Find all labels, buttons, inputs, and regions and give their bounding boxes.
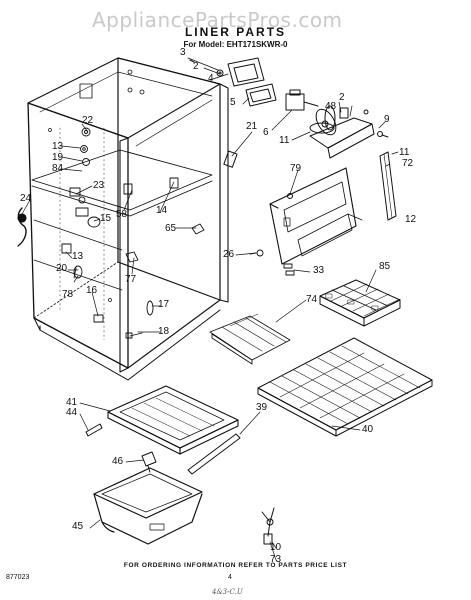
callout-label: 11 bbox=[279, 135, 290, 146]
callout-label: 40 bbox=[362, 424, 374, 435]
callout-label: 2 bbox=[193, 61, 199, 72]
housing-gasket bbox=[245, 83, 277, 107]
callout-label: 65 bbox=[165, 223, 177, 234]
callout-label: 39 bbox=[256, 402, 268, 413]
callout-label: 19 bbox=[52, 152, 64, 163]
light-housing bbox=[189, 57, 265, 87]
evaporator-fan-assembly bbox=[285, 89, 389, 159]
callout-label: 3 bbox=[180, 47, 186, 58]
callout-label: 78 bbox=[62, 289, 74, 300]
callout-label: 24 bbox=[20, 193, 32, 204]
callout-label: 12 bbox=[405, 214, 417, 225]
crisper-pan bbox=[93, 467, 203, 545]
callout-label: 74 bbox=[306, 294, 318, 305]
model-subtitle: For Model: EHT171SKWR-0 bbox=[183, 40, 288, 49]
callout-label: 4 bbox=[208, 73, 214, 84]
evaporator-cover bbox=[269, 167, 357, 265]
callout-label: 79 bbox=[290, 163, 302, 174]
document-number: 877023 bbox=[6, 574, 30, 581]
refrigerator-liner bbox=[27, 57, 229, 381]
liner-hardware bbox=[61, 127, 205, 339]
callout-label: 13 bbox=[52, 141, 64, 152]
callout-label: 33 bbox=[313, 265, 325, 276]
callout-label: 9 bbox=[384, 114, 390, 125]
ice-cube-tray bbox=[319, 279, 401, 327]
callout-label: 15 bbox=[100, 213, 112, 224]
callout-label: 17 bbox=[158, 299, 170, 310]
evaporator-side-strip bbox=[379, 151, 397, 221]
callout-label: 20 bbox=[56, 263, 68, 274]
callout-label: 13 bbox=[72, 251, 84, 262]
ordering-note: FOR ORDERING INFORMATION REFER TO PARTS … bbox=[123, 562, 348, 569]
callout-label: 73 bbox=[270, 554, 282, 565]
callout-label: 58 bbox=[116, 209, 128, 220]
callout-label: 10 bbox=[270, 542, 282, 553]
freezer-wire-shelf bbox=[209, 313, 291, 365]
cover-screws bbox=[249, 249, 295, 276]
callout-label: 72 bbox=[402, 158, 414, 169]
refrigerator-wire-shelf bbox=[257, 337, 433, 437]
callout-label: 21 bbox=[246, 121, 258, 132]
callout-label: 84 bbox=[52, 163, 64, 174]
callout-label: 18 bbox=[158, 326, 170, 337]
defrost-thermostat bbox=[223, 150, 238, 168]
callout-label: 2 bbox=[339, 92, 345, 103]
crisper-cover bbox=[107, 385, 239, 455]
callout-label: 23 bbox=[93, 180, 105, 191]
callout-label: 77 bbox=[125, 274, 137, 285]
callout-label: 46 bbox=[112, 456, 124, 467]
callout-label: 11 bbox=[399, 147, 410, 158]
callout-label: 6 bbox=[263, 127, 269, 138]
page-number: 4 bbox=[228, 574, 232, 581]
callout-label: 5 bbox=[230, 97, 236, 108]
roller-assembly bbox=[261, 507, 275, 545]
crisper-rail bbox=[85, 423, 241, 475]
page-title: LINER PARTS bbox=[184, 25, 287, 39]
callout-label: 44 bbox=[66, 407, 78, 418]
callout-label: 14 bbox=[156, 205, 168, 216]
callout-label: 26 bbox=[223, 249, 235, 260]
callout-label: 85 bbox=[379, 261, 391, 272]
callout-label: 41 bbox=[66, 397, 78, 408]
callout-label: 16 bbox=[86, 285, 98, 296]
callout-label: 45 bbox=[72, 521, 84, 532]
callout-label: 22 bbox=[82, 115, 94, 126]
handwritten-note: 4&3-C.U bbox=[212, 588, 243, 596]
watermark-text: AppliancePartsPros.com bbox=[92, 8, 343, 32]
callout-label: 48 bbox=[325, 101, 337, 112]
leader-lines bbox=[21, 57, 399, 561]
